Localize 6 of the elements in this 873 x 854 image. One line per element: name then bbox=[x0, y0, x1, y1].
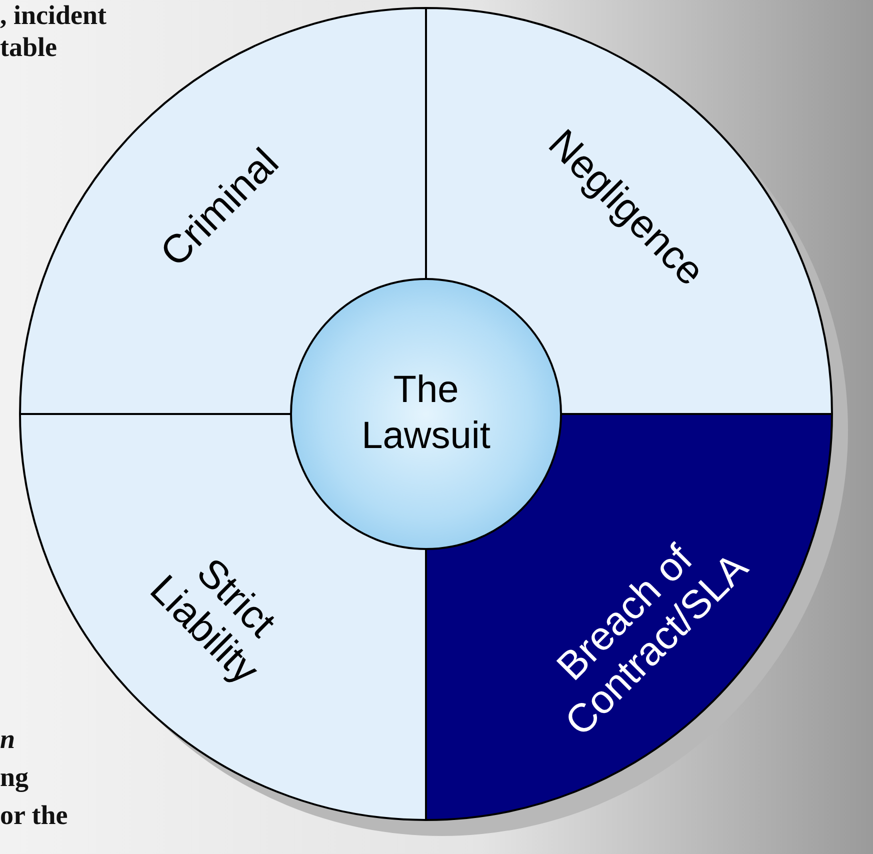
text-fragment: or the bbox=[0, 800, 68, 831]
text-fragment: table bbox=[0, 32, 57, 63]
text-fragment: , incident bbox=[0, 0, 107, 31]
text-fragment: n bbox=[0, 724, 16, 755]
text-fragment: ng bbox=[0, 762, 29, 793]
center-label: The Lawsuit bbox=[360, 368, 492, 459]
